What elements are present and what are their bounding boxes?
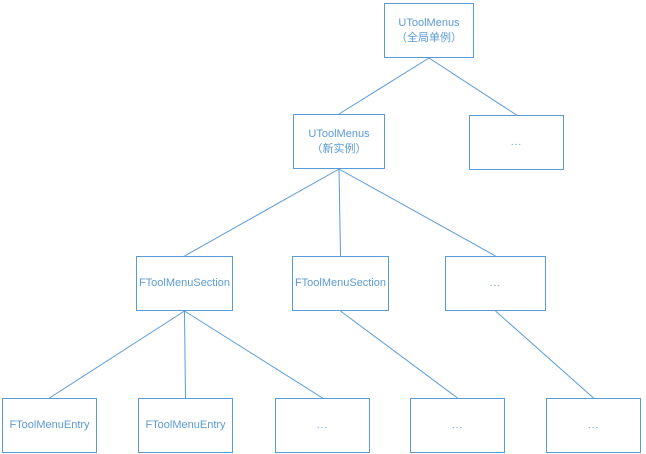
edge-instance-to-section-2 [338,168,341,257]
node-ftoolmenusection-1: FToolMenuSection [136,256,233,311]
node-label: ... [587,420,600,431]
node-label: FToolMenuEntry [9,419,90,431]
node-label: FToolMenuSection [138,277,231,289]
node-ftoolmenuentry-2: FToolMenuEntry [138,398,233,453]
node-ellipsis-level2: ... [445,256,546,311]
edge-ellipsis-to-ellipsis-c [495,310,594,399]
edge-section1-to-entry-2 [184,310,186,399]
node-label: ... [489,278,502,289]
edge-global-to-ellipsis [428,57,517,116]
node-label: UToolMenus [398,16,460,29]
node-ftoolmenusection-2: FToolMenuSection [292,256,389,311]
edge-section1-to-entry-1 [49,310,185,399]
node-label: FToolMenuSection [294,277,387,289]
node-utoolmenus-new-instance: UToolMenus （新实例） [293,114,385,169]
node-ellipsis-level3-b: ... [410,398,505,453]
node-label: UToolMenus [308,127,370,140]
node-label: （全局单例） [396,31,462,44]
edge-section1-to-ellipsis-a [184,310,323,399]
node-label: （新实例） [311,142,367,155]
node-ellipsis-level3-c: ... [546,398,641,453]
edge-instance-to-section-1 [184,168,340,257]
node-label: ... [510,137,523,148]
node-ftoolmenuentry-1: FToolMenuEntry [2,398,97,453]
edge-section2-to-ellipsis-b [340,310,458,399]
node-ellipsis-level3-a: ... [275,398,370,453]
node-label: ... [451,420,464,431]
node-label: ... [316,420,329,431]
edge-instance-to-ellipsis [338,168,496,257]
node-label: FToolMenuEntry [145,419,226,431]
node-ellipsis-level1: ... [469,115,564,170]
edge-global-to-new-instance [338,57,430,115]
node-utoolmenus-global-singleton: UToolMenus （全局单例） [384,3,474,58]
